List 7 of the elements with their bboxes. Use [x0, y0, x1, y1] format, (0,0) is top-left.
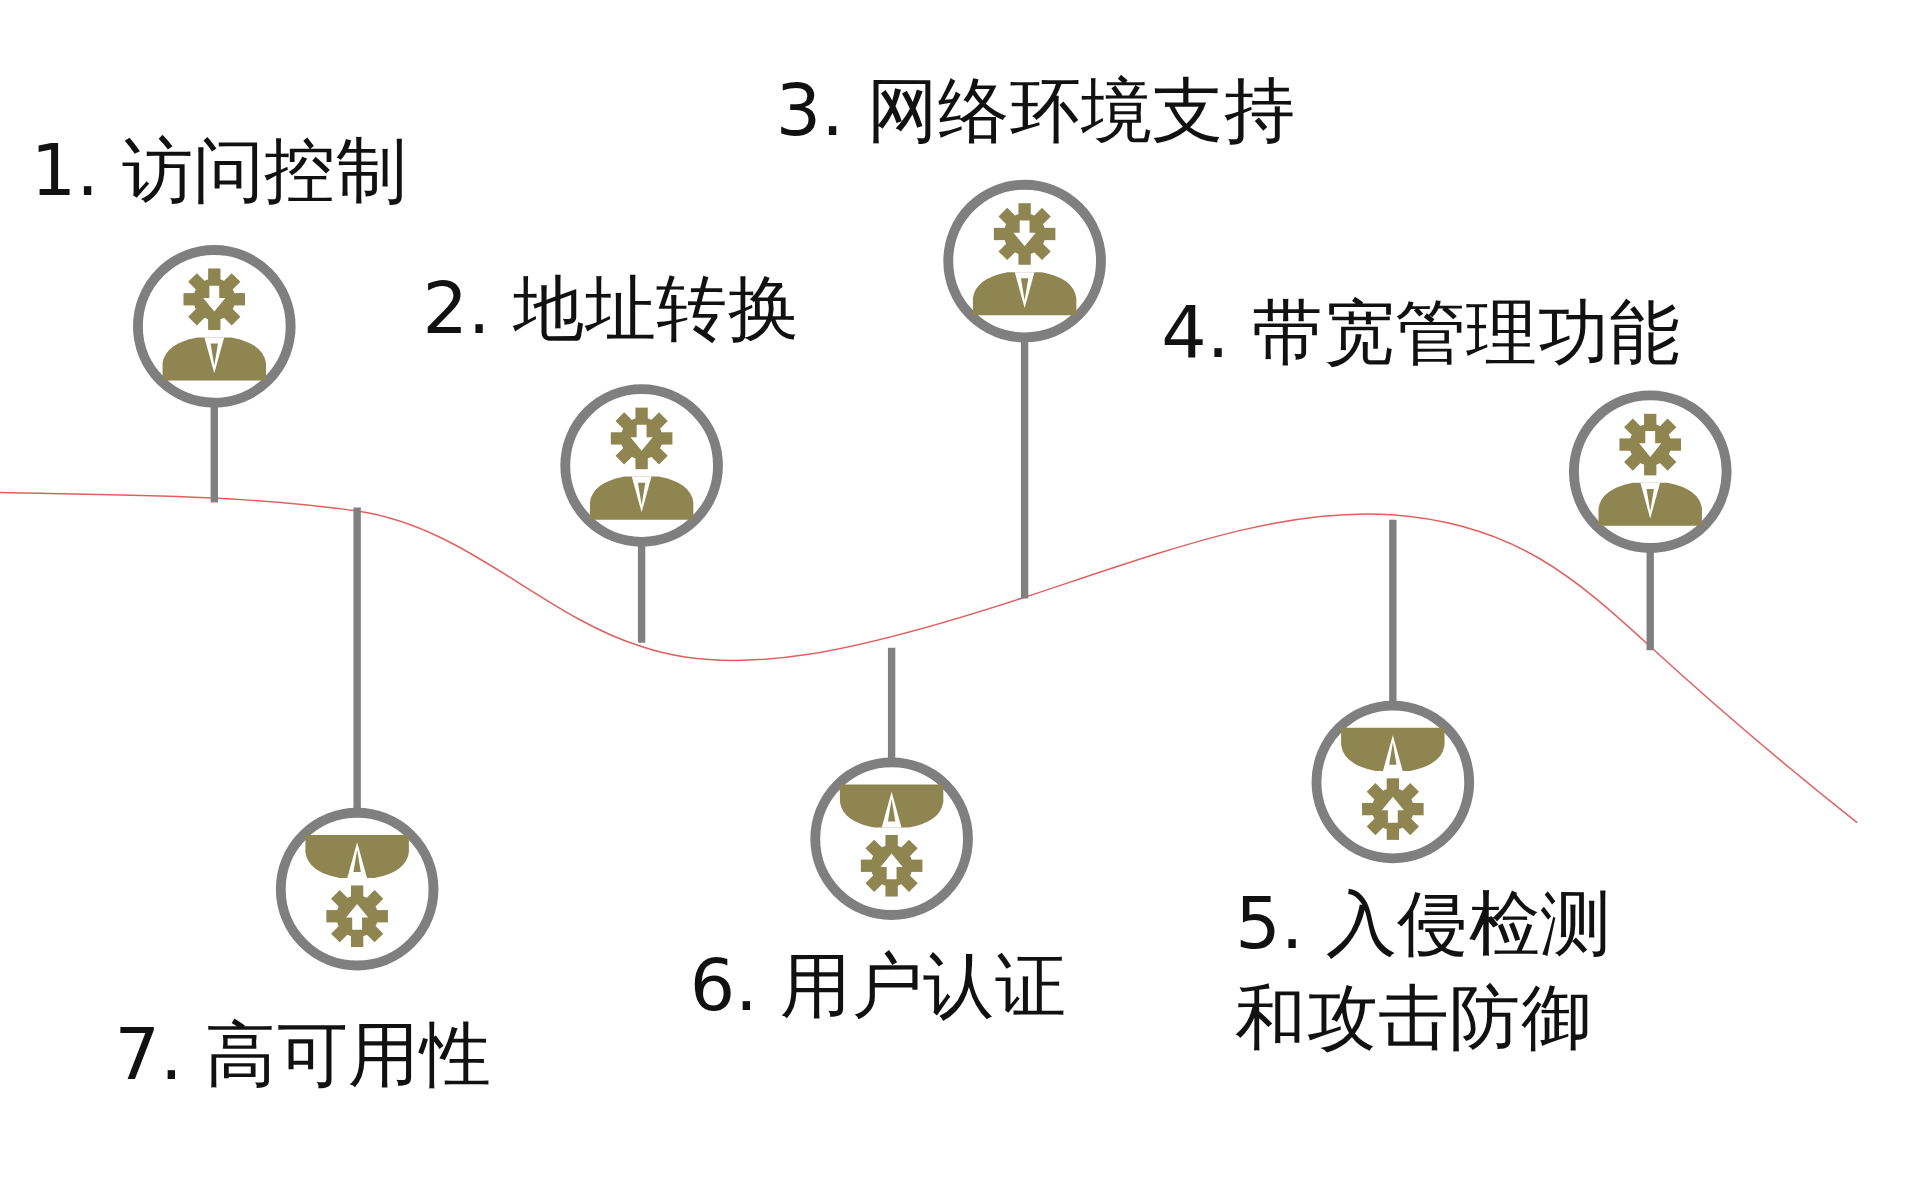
step-title: 7. 高可用性: [114, 1011, 493, 1099]
step-title: 4. 带宽管理功能: [1161, 289, 1682, 377]
step-title: 1. 访问控制: [30, 127, 409, 214]
step-title: 6. 用户认证: [689, 942, 1068, 1030]
step-title: 2. 地址转换: [422, 265, 800, 352]
step-title: 3. 网络环境支持: [775, 67, 1297, 155]
step-title: 5. 入侵检测和攻击防御: [1235, 880, 1613, 1062]
